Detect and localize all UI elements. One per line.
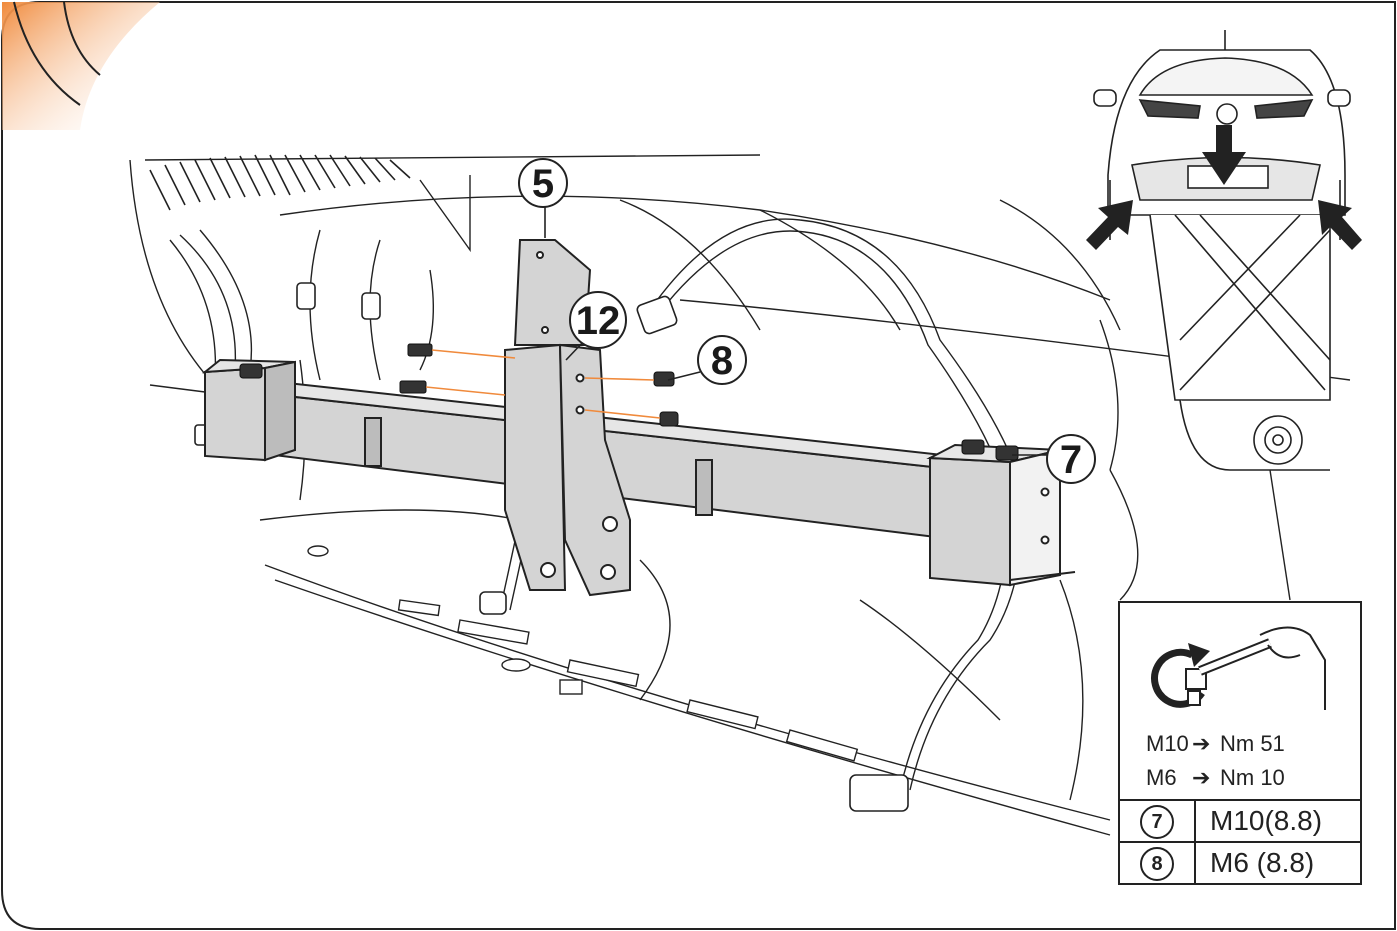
down-arrow-icon xyxy=(1202,125,1246,185)
arrow-icon: ➔ xyxy=(1192,731,1211,756)
torque-m6-value: Nm 10 xyxy=(1220,765,1285,790)
callout-8-label: 8 xyxy=(711,339,733,383)
arrow-icon: ➔ xyxy=(1192,765,1211,790)
harness-connectors xyxy=(194,282,909,812)
callout-7: 7 xyxy=(1046,434,1096,484)
right-up-arrow-icon xyxy=(1318,200,1362,250)
bolt-spec-row: 8 M6 (8.8) xyxy=(1120,841,1360,885)
torque-m10-label: M10 xyxy=(1146,731,1189,756)
right-side-mount xyxy=(926,443,1076,587)
callout-12: 12 xyxy=(569,291,627,349)
torque-wrench-icon xyxy=(1151,626,1326,710)
car-rear-inset xyxy=(1093,30,1351,471)
left-side-mount xyxy=(201,358,296,462)
callout-7-label: 7 xyxy=(1060,438,1082,482)
torque-m10-value: Nm 51 xyxy=(1220,731,1285,756)
underbody-outline xyxy=(129,154,1291,836)
corner-arc-1 xyxy=(13,1,81,106)
callout-8: 8 xyxy=(697,335,747,385)
corner-tab xyxy=(2,2,160,130)
torque-m6-label: M6 xyxy=(1146,765,1177,790)
bolt-spec: M10(8.8) xyxy=(1210,805,1323,836)
callout-5: 5 xyxy=(518,158,568,208)
bolt-spec-row: 7 M10(8.8) xyxy=(1120,799,1360,843)
under-tray-slots xyxy=(307,545,859,762)
corner-arc-2 xyxy=(63,1,101,76)
center-bracket xyxy=(504,239,631,597)
bolt-ref: 7 xyxy=(1140,805,1174,839)
heat-shield xyxy=(149,154,411,211)
bolt-spec: M6 (8.8) xyxy=(1210,847,1315,878)
torque-spec-panel: M10 ➔ Nm 51 M6 ➔ Nm 10 7 M10(8.8) 8 M6 (… xyxy=(1118,601,1362,885)
left-up-arrow-icon xyxy=(1086,200,1133,250)
callout-5-label: 5 xyxy=(532,162,554,206)
bolt-leaders xyxy=(425,349,661,419)
bolt-ref: 8 xyxy=(1140,847,1174,881)
callout-12-label: 12 xyxy=(576,299,621,343)
bolts-left xyxy=(239,343,1019,461)
